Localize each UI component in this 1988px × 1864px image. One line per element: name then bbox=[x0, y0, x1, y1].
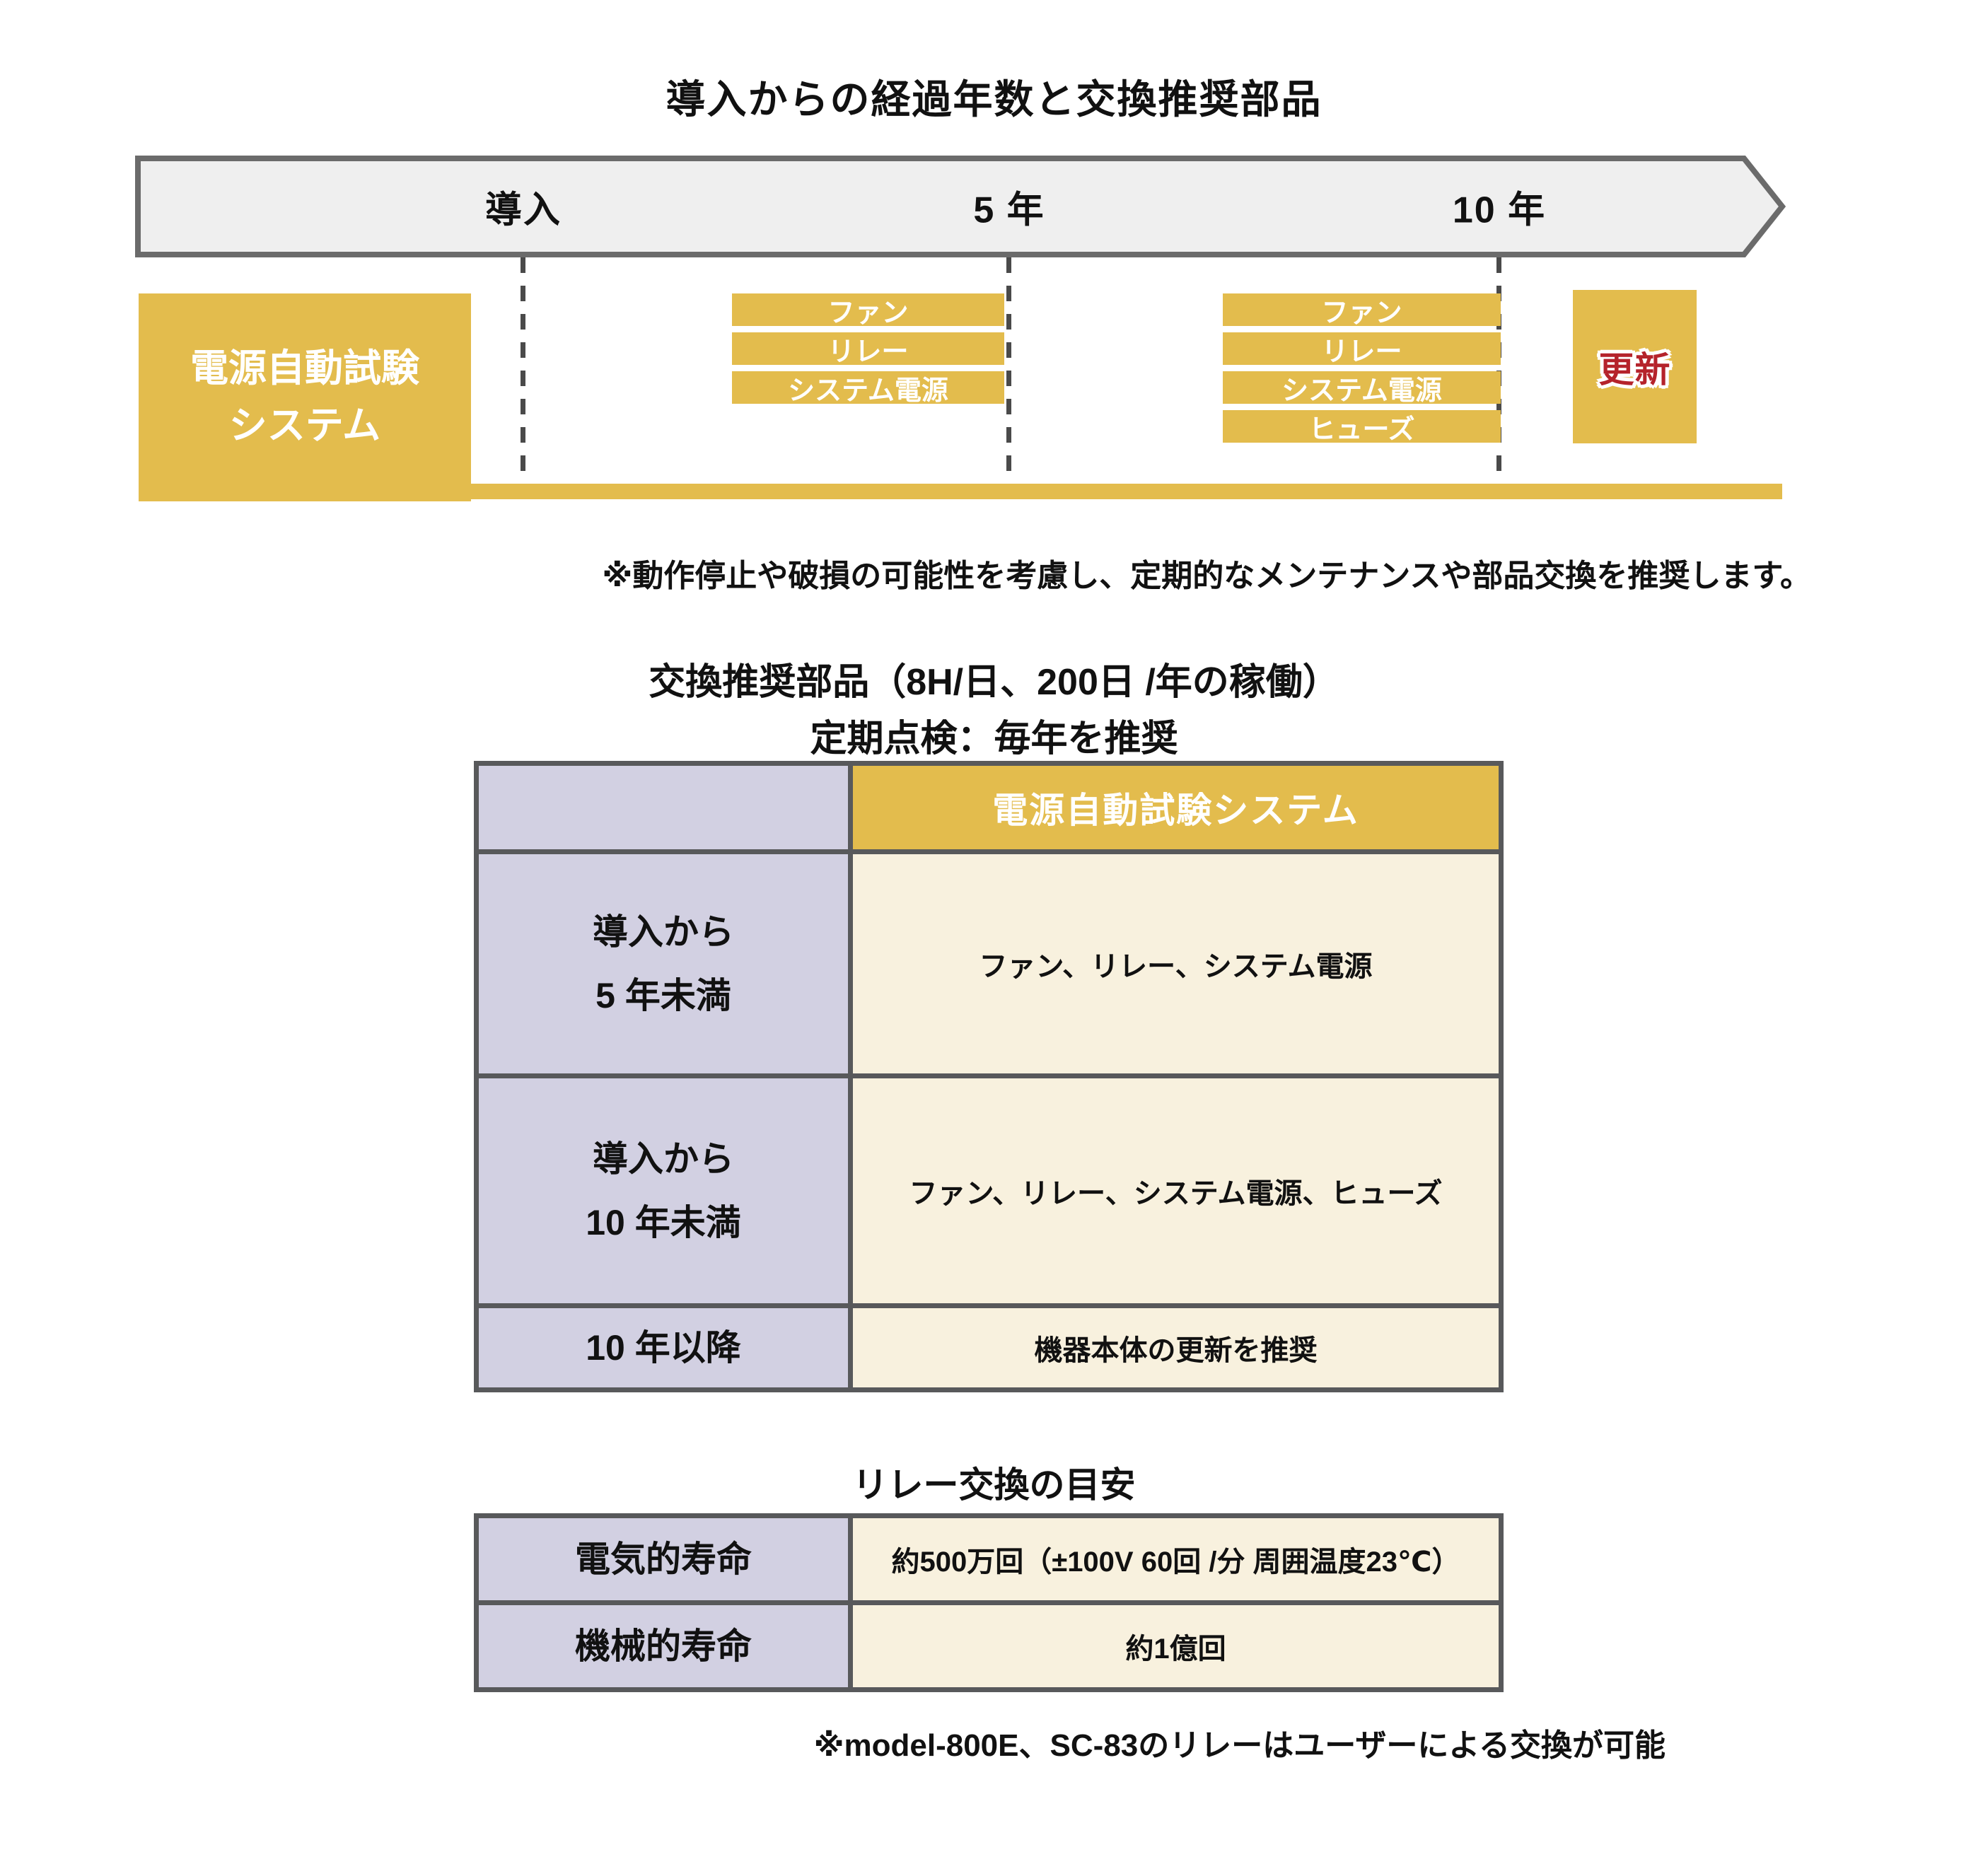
renewal-box: 更新 bbox=[1573, 290, 1697, 443]
row1-period-line1: 導入から bbox=[593, 912, 734, 952]
parts-table-row3-parts: 機器本体の更新を推奨 bbox=[853, 1308, 1499, 1387]
parts-table: 電源自動試験システム 導入から 5 年未満 ファン、リレー、システム電源 導入か… bbox=[474, 761, 1504, 1392]
row2-period-line2: 10 年未満 bbox=[586, 1203, 741, 1242]
relay-table: 電気的寿命 約500万回（±100V 60回 /分 周囲温度23℃） 機械的寿命… bbox=[474, 1513, 1504, 1692]
relay-note: ※model-800E、SC-83のリレーはユーザーによる交換が可能 bbox=[813, 1728, 1666, 1763]
dashed-line-5y bbox=[1006, 257, 1011, 503]
milestone-label-5y: 5 年 bbox=[973, 190, 1045, 231]
parts-table-row3-period: 10 年以降 bbox=[479, 1308, 848, 1387]
part-box-10y-system-power: システム電源 bbox=[1223, 371, 1501, 406]
parts-table-row2-parts: ファン、リレー、システム電源、ヒューズ bbox=[853, 1078, 1499, 1303]
parts-table-row1-parts: ファン、リレー、システム電源 bbox=[853, 854, 1499, 1073]
system-box-line2: システム bbox=[228, 404, 381, 447]
part-box-10y-relay: リレー bbox=[1223, 332, 1501, 367]
system-box: 電源自動試験 システム bbox=[139, 293, 471, 501]
milestone-label-10y: 10 年 bbox=[1452, 190, 1547, 231]
part-box-5y-fan: ファン bbox=[732, 293, 1004, 328]
relay-table-title: リレー交換の目安 bbox=[852, 1465, 1136, 1505]
row2-period-line1: 導入から bbox=[592, 1139, 734, 1179]
parts-table-corner-cell bbox=[479, 766, 848, 849]
part-box-10y-fan: ファン bbox=[1223, 293, 1501, 328]
parts-table-title-line1: 交換推奨部品（8H/日、200日 /年の稼働） bbox=[649, 662, 1339, 703]
milestone-label-start: 導入 bbox=[484, 190, 562, 231]
renewal-label: 更新 bbox=[1598, 349, 1671, 390]
row1-period-line2: 5 年未満 bbox=[595, 976, 731, 1015]
part-box-5y-system-power: システム電源 bbox=[732, 371, 1004, 406]
dashed-line-start bbox=[521, 257, 525, 503]
relay-table-row1-value: 約500万回（±100V 60回 /分 周囲温度23℃） bbox=[853, 1518, 1499, 1600]
part-box-5y-relay: リレー bbox=[732, 332, 1004, 367]
parts-table-row2-period: 導入から 10 年未満 bbox=[479, 1078, 848, 1303]
part-box-10y-fuse: ヒューズ bbox=[1223, 410, 1501, 445]
parts-table-column-header: 電源自動試験システム bbox=[853, 766, 1499, 849]
relay-table-row2-value: 約1億回 bbox=[853, 1605, 1499, 1687]
parts-table-row1-period: 導入から 5 年未満 bbox=[479, 854, 848, 1073]
parts-table-title-line2: 定期点検：毎年を推奨 bbox=[810, 718, 1178, 759]
timeline-arrow bbox=[135, 156, 1786, 257]
timeline-baseline-bar bbox=[471, 484, 1782, 499]
page-title: 導入からの経過年数と交換推奨部品 bbox=[665, 77, 1323, 122]
system-box-line1: 電源自動試験 bbox=[190, 347, 419, 390]
timeline-note: ※動作停止や破損の可能性を考慮し、定期的なメンテナンスや部品交換を推奨します。 bbox=[602, 559, 1812, 593]
relay-table-row1-label: 電気的寿命 bbox=[479, 1518, 848, 1600]
relay-table-row2-label: 機械的寿命 bbox=[479, 1605, 848, 1687]
